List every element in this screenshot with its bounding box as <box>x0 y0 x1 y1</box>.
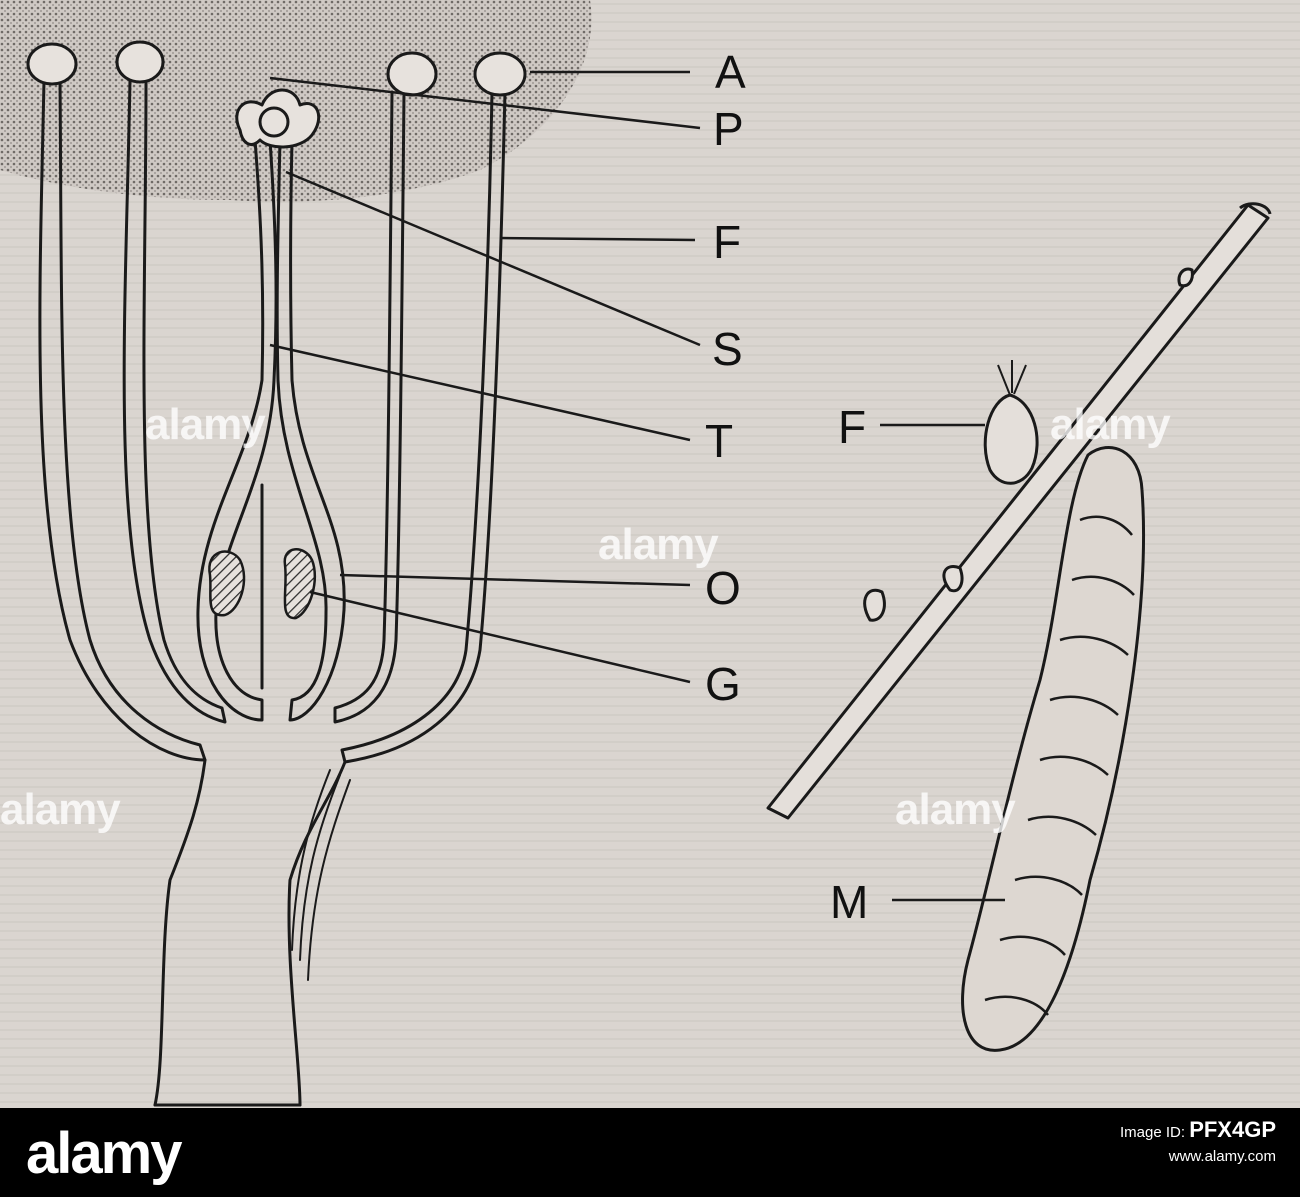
receptacle-hatching <box>291 769 351 981</box>
receptacle-left <box>153 758 207 1107</box>
image-id: PFX4GP <box>1189 1117 1276 1142</box>
twig-figure <box>766 202 1272 1052</box>
botanical-illustration: A P F S T O G F M <box>0 0 1300 1108</box>
twig <box>766 203 1270 820</box>
twig-bud-3 <box>1177 267 1194 288</box>
engraving-plate: A P F S T O G F M alamy alamy alamy alam… <box>0 0 1300 1108</box>
twig-bud-2 <box>942 565 964 593</box>
anther-3 <box>386 51 438 97</box>
leader-G <box>309 590 691 684</box>
label-P: P <box>713 103 744 155</box>
footer-meta: Image ID: PFX4GP www.alamy.com <box>1120 1118 1276 1169</box>
leader-F <box>499 236 696 242</box>
label-T: T <box>705 415 733 467</box>
stock-footer: alamy Image ID: PFX4GP www.alamy.com <box>0 1108 1300 1197</box>
watermark-5: alamy <box>895 785 1016 834</box>
anther-1 <box>26 42 78 86</box>
site-link[interactable]: www.alamy.com <box>1168 1148 1276 1165</box>
twig-bud-1 <box>863 588 886 622</box>
label-S: S <box>712 323 743 375</box>
pistil-right-wall <box>275 138 346 722</box>
receptacle-right <box>287 760 347 1107</box>
stamen-filament-2 <box>122 78 227 724</box>
label-A: A <box>715 46 746 98</box>
ovule-left <box>208 550 246 617</box>
watermark-4: alamy <box>0 785 121 834</box>
label-M: M <box>830 876 868 928</box>
anther-2 <box>115 40 165 84</box>
pistil-left-wall <box>196 138 278 722</box>
watermark-2: alamy <box>598 520 719 569</box>
female-flower <box>983 393 1039 485</box>
label-F-right: F <box>838 401 866 453</box>
stigma-center <box>258 106 290 138</box>
label-F: F <box>713 216 741 268</box>
anther-4 <box>473 51 527 97</box>
catkin-scales <box>984 515 1135 1016</box>
stamen-filament-3 <box>333 90 406 724</box>
leader-lines-right <box>880 423 1005 902</box>
figure-labels: A P F S T O G F M <box>705 46 868 928</box>
leader-lines-left <box>269 70 701 684</box>
alamy-logo: alamy <box>26 1121 182 1186</box>
female-flower-stigmas <box>997 360 1027 396</box>
watermark-1: alamy <box>145 400 266 449</box>
watermark-3: alamy <box>1050 400 1171 449</box>
male-catkin <box>961 446 1145 1052</box>
twig-tip <box>1239 202 1272 215</box>
image-id-label: Image ID: <box>1119 1124 1186 1141</box>
label-G: G <box>705 658 741 710</box>
ovule-right <box>283 548 317 620</box>
label-O: O <box>705 562 741 614</box>
leader-T <box>269 343 691 442</box>
leader-S <box>285 170 701 347</box>
leader-O <box>339 573 691 587</box>
flower-section <box>26 40 527 1107</box>
leader-P <box>269 76 701 130</box>
